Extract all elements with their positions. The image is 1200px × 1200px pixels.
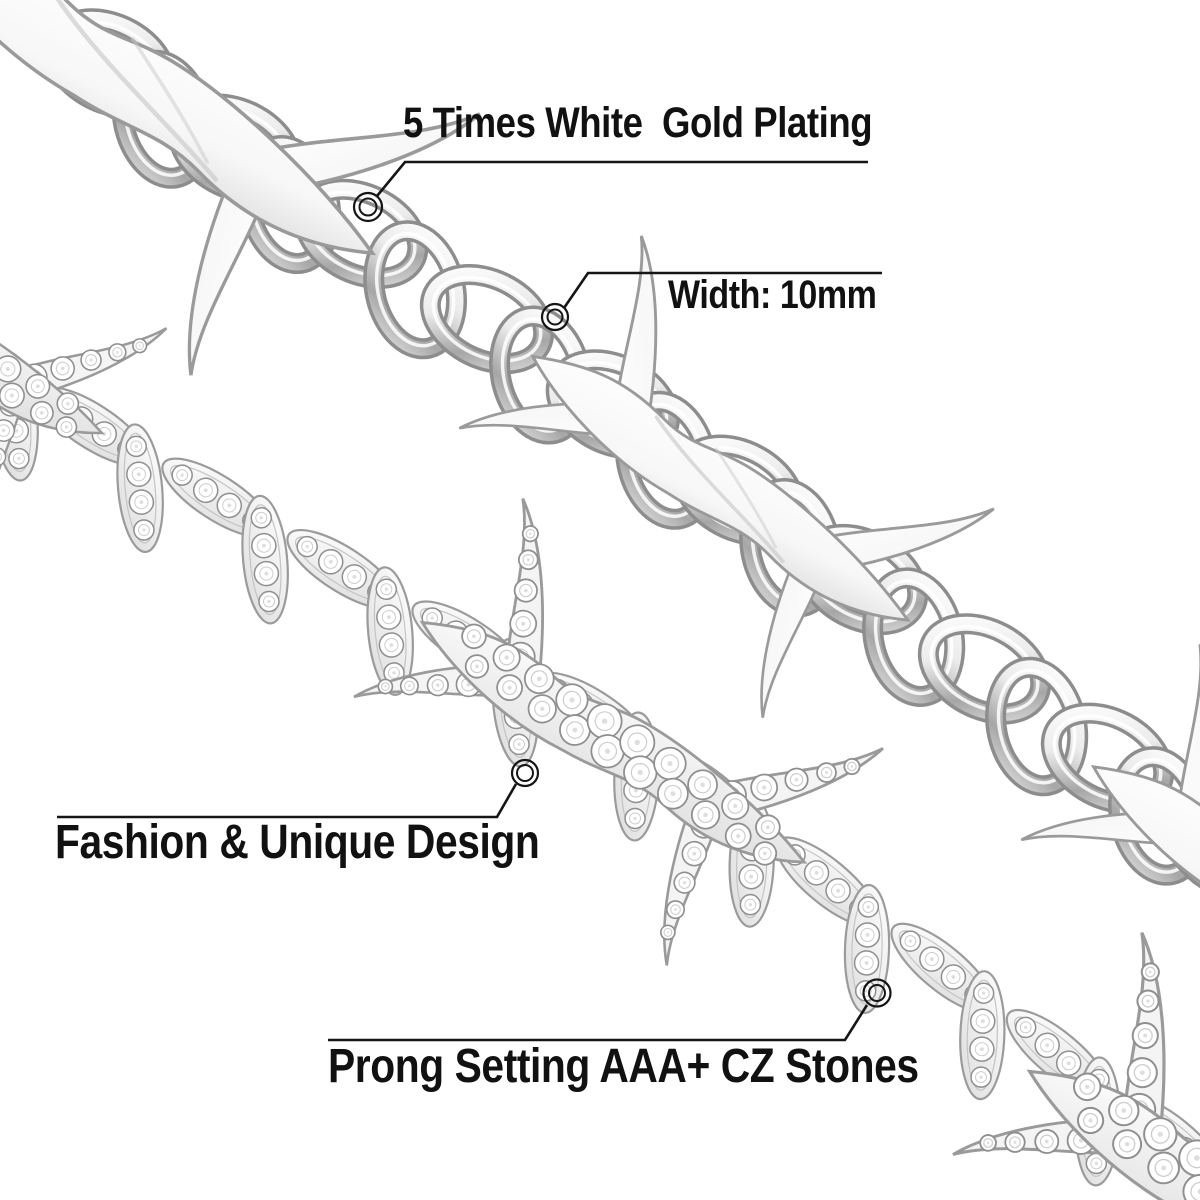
annotation-label-width: Width: 10mm [668,273,877,317]
annotation-label-stones: Prong Setting AAA+ CZ Stones [328,1040,919,1093]
annotation-label-design: Fashion & Unique Design [55,816,540,869]
iced-barb-charms [0,236,1200,1200]
annotation-label-plating: 5 Times White Gold Plating [403,99,873,147]
callout-leader-lines [57,160,892,1042]
